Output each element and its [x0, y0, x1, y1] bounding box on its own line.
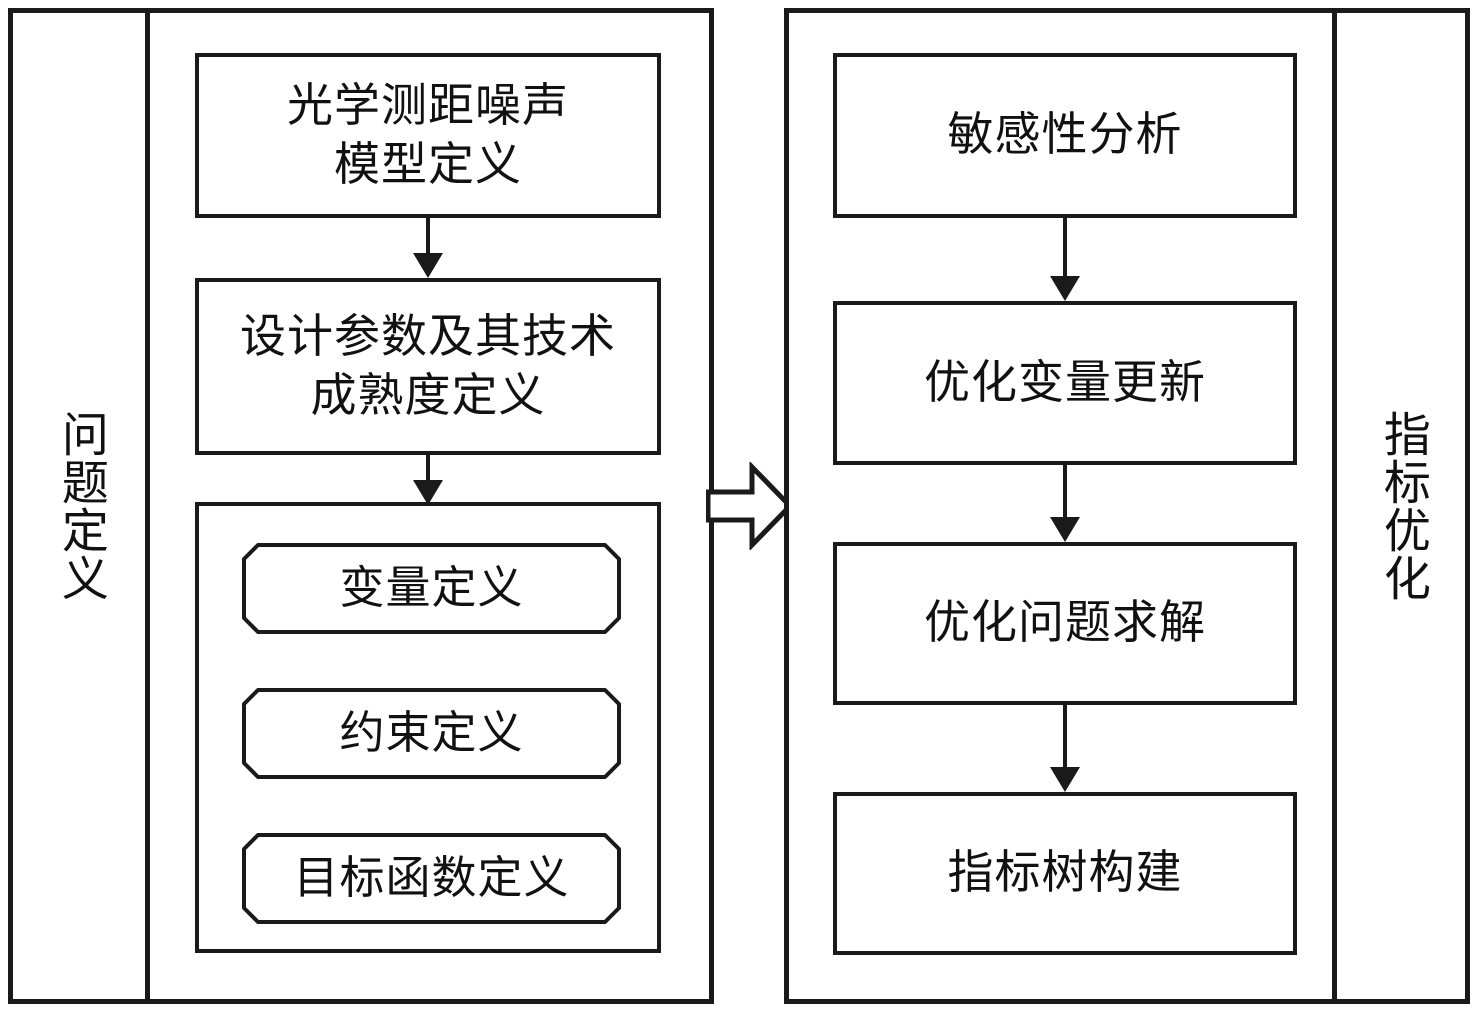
arrow-head-down-icon: [413, 480, 443, 505]
stage-divider-right: [1332, 13, 1337, 999]
arrow-head-down-icon: [413, 253, 443, 278]
stage-divider-left: [145, 13, 150, 999]
arrow-noise-model-to-design-param: [413, 218, 443, 278]
flow-column-metric-optimization: 敏感性分析 优化变量更新 优化问题求解 指标树构建: [789, 13, 1332, 999]
arrow-design-param-to-definitions: [413, 455, 443, 505]
arrow-sensitivity-to-var-update: [1050, 218, 1080, 301]
arrow-head-down-icon: [1050, 767, 1080, 792]
arrow-head-down-icon: [1050, 517, 1080, 542]
node-objective-function-definition[interactable]: 目标函数定义: [242, 833, 621, 924]
chamfered-rect-shape: [242, 833, 621, 924]
node-optimization-variable-update[interactable]: 优化变量更新: [833, 301, 1297, 465]
node-constraint-definition-label: 约束定义: [339, 708, 524, 758]
arrow-shaft: [1063, 218, 1067, 276]
arrow-var-update-to-solve: [1050, 465, 1080, 542]
chamfered-rect-shape: [242, 688, 621, 779]
node-variable-definition[interactable]: 变量定义: [242, 543, 621, 634]
arrow-shaft: [1063, 465, 1067, 517]
stage-label-metric-optimization: 指标优化: [1375, 410, 1428, 602]
stage-panel-metric-optimization: 指标优化 敏感性分析 优化变量更新 优化问题求解 指标树构建: [784, 8, 1470, 1004]
arrow-solve-to-metric-tree: [1050, 705, 1080, 792]
node-group-definitions: 变量定义 约束定义 目标函数定义: [195, 502, 661, 953]
arrow-shaft: [426, 218, 430, 253]
flow-column-problem-definition: 光学测距噪声 模型定义 设计参数及其技术 成熟度定义 变量定义: [150, 13, 709, 999]
arrow-shaft: [1063, 705, 1067, 767]
node-variable-definition-label: 变量定义: [339, 563, 524, 613]
node-metric-tree-construction[interactable]: 指标树构建: [833, 792, 1297, 955]
node-objective-function-definition-label: 目标函数定义: [293, 853, 570, 903]
node-sensitivity-analysis[interactable]: 敏感性分析: [833, 53, 1297, 218]
arrow-shaft: [426, 455, 430, 480]
stage-label-problem-definition: 问题定义: [53, 410, 106, 602]
stage-connector-arrow-right-icon: [706, 462, 792, 550]
arrow-head-down-icon: [1050, 276, 1080, 301]
node-design-parameter-and-trl[interactable]: 设计参数及其技术 成熟度定义: [195, 278, 661, 455]
chamfered-rect-shape: [242, 543, 621, 634]
stage-panel-problem-definition: 问题定义 光学测距噪声 模型定义 设计参数及其技术 成熟度定义 变量定义: [8, 8, 714, 1004]
node-constraint-definition[interactable]: 约束定义: [242, 688, 621, 779]
node-optimization-problem-solving[interactable]: 优化问题求解: [833, 542, 1297, 705]
node-optical-ranging-noise-model[interactable]: 光学测距噪声 模型定义: [195, 53, 661, 218]
